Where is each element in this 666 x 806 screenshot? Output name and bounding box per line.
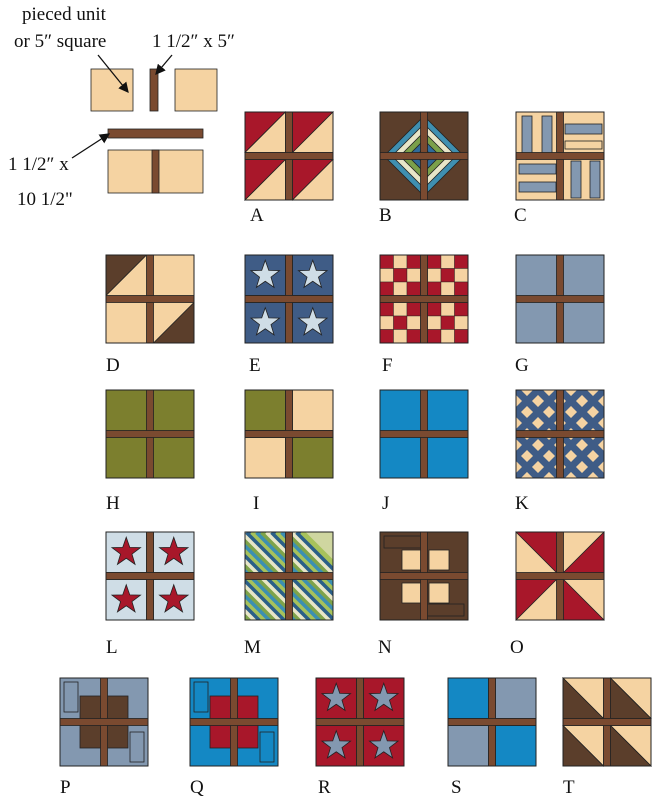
block-label-s: S — [451, 778, 462, 797]
quilt-block-p — [60, 678, 148, 766]
five-inch-square-label: or 5″ square — [14, 32, 106, 51]
block-label-c: C — [514, 206, 527, 225]
long-strip-arrow — [72, 134, 109, 158]
block-label-b: B — [379, 206, 392, 225]
quilt-block-l — [106, 532, 194, 620]
block-label-m: M — [244, 638, 261, 657]
block-label-h: H — [106, 494, 120, 513]
quilt-block-r — [316, 678, 404, 766]
quilt-block-q — [190, 678, 278, 766]
block-label-f: F — [382, 356, 393, 375]
piecing-diagram — [91, 69, 217, 193]
quilt-block-o — [516, 532, 604, 620]
quilt-block-t — [563, 678, 651, 766]
block-label-t: T — [563, 778, 575, 797]
block-label-q: Q — [190, 778, 204, 797]
block-label-l: L — [106, 638, 118, 657]
block-label-k: K — [515, 494, 529, 513]
block-label-e: E — [249, 356, 261, 375]
long-strip-size-label: 1 1/2″ x — [8, 155, 69, 174]
quilt-block-s — [448, 678, 536, 766]
block-label-i: I — [253, 494, 259, 513]
short-strip-size-label: 1 1/2″ x 5″ — [152, 32, 235, 51]
quilt-block-f — [380, 255, 468, 343]
short-strip-arrow — [156, 55, 172, 74]
block-label-n: N — [378, 638, 392, 657]
quilt-block-n — [380, 532, 468, 620]
block-label-g: G — [515, 356, 529, 375]
block-label-r: R — [318, 778, 331, 797]
quilt-block-c — [516, 112, 604, 200]
quilt-block-a — [245, 112, 333, 200]
quilt-block-i — [245, 390, 333, 478]
block-label-j: J — [382, 494, 389, 513]
quilt-block-d — [106, 255, 194, 343]
quilt-block-e — [245, 255, 333, 343]
block-label-a: A — [250, 206, 264, 225]
long-strip-size-label-2: 10 1/2" — [17, 190, 73, 209]
pieced-unit-label: pieced unit — [22, 5, 106, 24]
block-label-o: O — [510, 638, 524, 657]
block-label-p: P — [60, 778, 71, 797]
quilt-block-h — [106, 390, 194, 478]
quilt-block-g — [516, 255, 604, 343]
block-label-d: D — [106, 356, 120, 375]
quilt-block-b — [380, 112, 468, 200]
quilt-block-j — [380, 390, 468, 478]
